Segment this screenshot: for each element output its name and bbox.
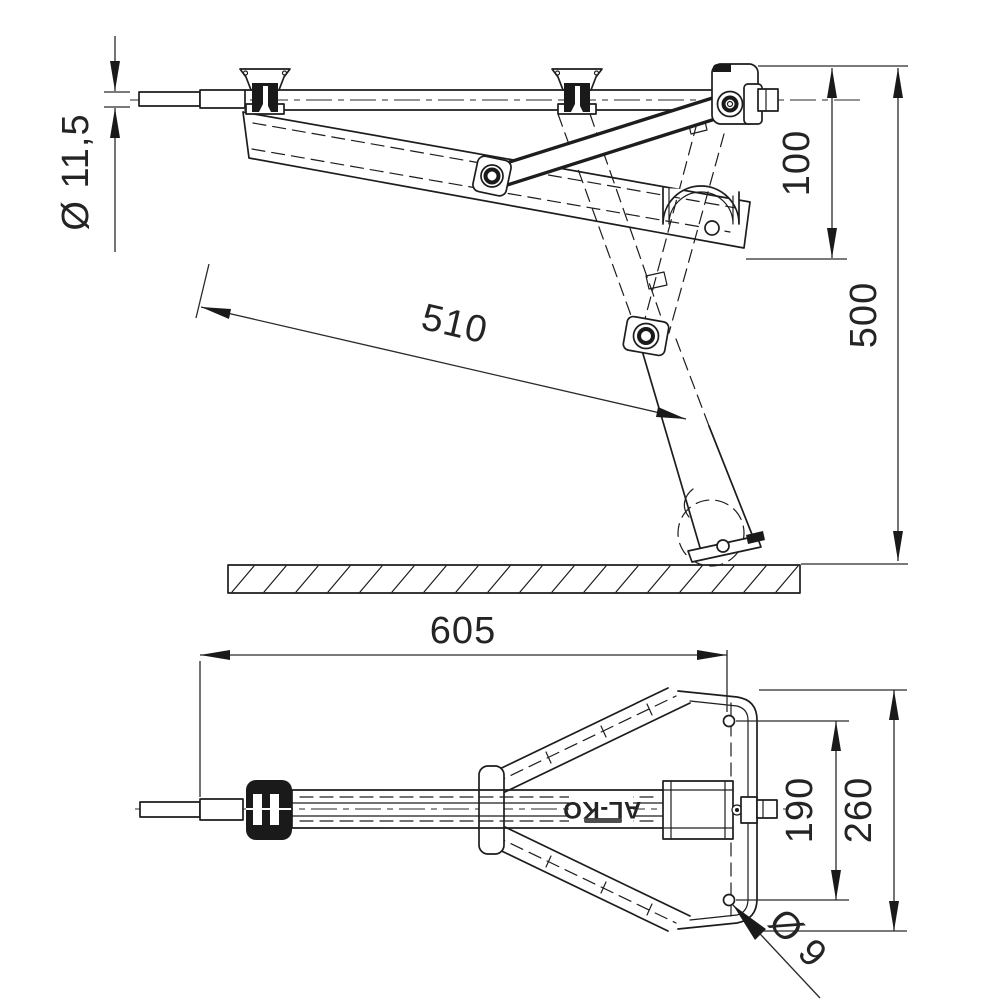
gear-housing [711,63,779,125]
plate-hole-top [722,714,736,728]
plan-view: AL-KO [135,687,792,932]
support-leg [640,116,754,553]
housing-hole [704,220,720,236]
leg-guide-housing [662,185,740,236]
dim-base-depth: 260 [759,689,907,932]
dim-overall-height: 500 [801,68,908,565]
mounting-bracket-right [551,68,603,115]
dim-shaft-diameter-label: Ø 11,5 [55,113,97,230]
bearing-block [246,780,292,840]
hidden-fold-members [557,113,725,334]
ground [227,564,801,594]
foot-hole [716,539,730,553]
plate-hole-bottom [722,893,736,907]
dim-overall-length-label: 605 [430,610,496,652]
crank-shaft-thin [138,91,201,107]
dim-hole-spacing: 190 [736,720,849,901]
dim-link-height: 100 [746,65,908,260]
dim-hole-spacing-label: 190 [779,777,821,843]
foot-plate [677,488,765,567]
dim-overall-height-label: 500 [843,282,885,348]
dim-link-height-label: 100 [776,130,818,196]
lower-pivot [622,315,670,357]
plate-anchor-block [662,780,778,840]
dim-tube-length-label: 510 [418,296,492,352]
plan-view-dimensions: 605 190 260 Ø 9 [199,610,907,999]
upper-arm [484,687,692,793]
plan-crank-thin [139,801,201,818]
plan-spindle-end [756,799,778,819]
dim-hole-diameter-label: Ø 9 [760,901,835,976]
dim-base-depth-label: 260 [838,777,880,843]
spindle-end [757,88,779,112]
side-view-dimensions: Ø 11,5 100 500 510 [55,36,908,565]
brand-subtext-smudge [584,818,622,823]
plan-crank-wide [199,798,244,821]
crank-shaft-wide [199,89,246,109]
mounting-bracket-left [239,68,291,115]
lower-arm [484,826,692,932]
side-view [130,63,862,594]
ground-hatching [231,565,799,593]
arm-clamp [478,765,505,855]
link-arm [472,93,733,197]
brand-label: AL-KO [563,795,641,825]
dim-shaft-diameter: Ø 11,5 [55,36,130,252]
dim-overall-length: 605 [199,610,728,797]
dim-tube-length: 510 [195,263,687,420]
